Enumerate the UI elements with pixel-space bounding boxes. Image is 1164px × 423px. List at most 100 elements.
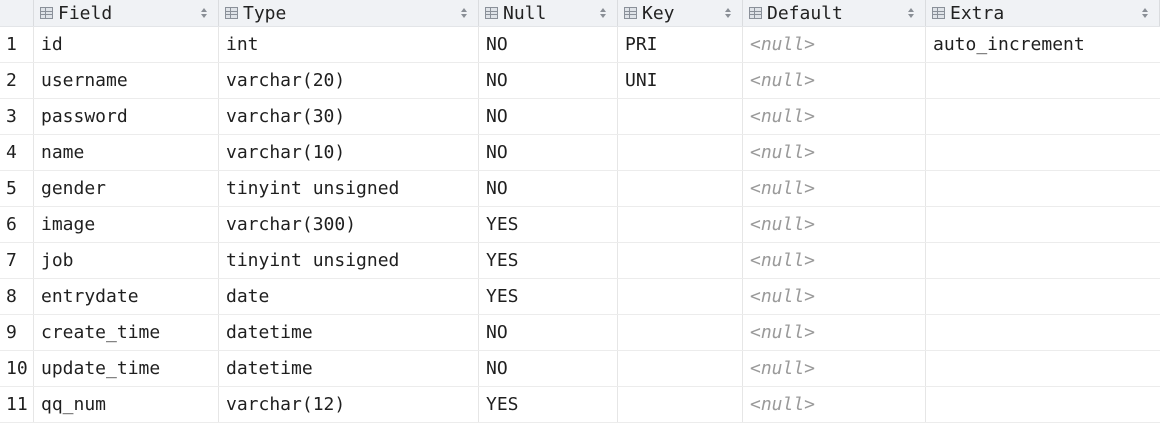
sort-icon[interactable] <box>599 8 607 18</box>
field-cell[interactable]: image <box>34 207 219 242</box>
default-cell[interactable]: <null> <box>743 63 926 98</box>
key-cell[interactable] <box>618 279 743 314</box>
table-row[interactable]: 4 name varchar(10) NO <null> <box>0 135 1160 171</box>
column-header-field[interactable]: Field <box>34 0 219 26</box>
sort-icon[interactable] <box>907 8 915 18</box>
null-cell[interactable]: NO <box>479 99 618 134</box>
row-number: 8 <box>0 279 34 314</box>
column-header-null[interactable]: Null <box>479 0 618 26</box>
default-cell[interactable]: <null> <box>743 387 926 422</box>
column-icon <box>624 7 637 19</box>
column-icon <box>225 7 238 19</box>
field-cell[interactable]: password <box>34 99 219 134</box>
key-cell[interactable] <box>618 387 743 422</box>
sort-icon[interactable] <box>1141 8 1149 18</box>
null-cell[interactable]: NO <box>479 27 618 62</box>
key-cell[interactable] <box>618 351 743 386</box>
field-cell[interactable]: update_time <box>34 351 219 386</box>
type-cell[interactable]: varchar(10) <box>219 135 479 170</box>
field-cell[interactable]: job <box>34 243 219 278</box>
default-cell[interactable]: <null> <box>743 27 926 62</box>
type-cell[interactable]: varchar(12) <box>219 387 479 422</box>
type-cell[interactable]: varchar(20) <box>219 63 479 98</box>
type-cell[interactable]: datetime <box>219 315 479 350</box>
key-cell[interactable] <box>618 207 743 242</box>
null-cell[interactable]: YES <box>479 243 618 278</box>
column-icon <box>40 7 53 19</box>
key-cell[interactable] <box>618 315 743 350</box>
row-number: 1 <box>0 27 34 62</box>
type-cell[interactable]: varchar(300) <box>219 207 479 242</box>
extra-cell[interactable] <box>926 315 1160 350</box>
type-cell[interactable]: varchar(30) <box>219 99 479 134</box>
default-cell[interactable]: <null> <box>743 99 926 134</box>
null-cell[interactable]: YES <box>479 279 618 314</box>
type-cell[interactable]: int <box>219 27 479 62</box>
null-cell[interactable]: NO <box>479 63 618 98</box>
extra-cell[interactable] <box>926 243 1160 278</box>
table-row[interactable]: 2 username varchar(20) NO UNI <null> <box>0 63 1160 99</box>
row-number: 10 <box>0 351 34 386</box>
table-row[interactable]: 1 id int NO PRI <null> auto_increment <box>0 27 1160 63</box>
extra-cell[interactable] <box>926 207 1160 242</box>
null-cell[interactable]: NO <box>479 135 618 170</box>
extra-cell[interactable] <box>926 99 1160 134</box>
extra-cell[interactable] <box>926 63 1160 98</box>
table-row[interactable]: 3 password varchar(30) NO <null> <box>0 99 1160 135</box>
column-icon <box>485 7 498 19</box>
default-cell[interactable]: <null> <box>743 279 926 314</box>
type-cell[interactable]: tinyint unsigned <box>219 243 479 278</box>
column-header-type[interactable]: Type <box>219 0 479 26</box>
default-cell[interactable]: <null> <box>743 243 926 278</box>
key-cell[interactable] <box>618 99 743 134</box>
sort-icon[interactable] <box>460 8 468 18</box>
column-header-key[interactable]: Key <box>618 0 743 26</box>
extra-cell[interactable] <box>926 135 1160 170</box>
default-cell[interactable]: <null> <box>743 171 926 206</box>
type-cell[interactable]: datetime <box>219 351 479 386</box>
null-cell[interactable]: NO <box>479 315 618 350</box>
column-header-label: Extra <box>950 2 1005 24</box>
null-cell[interactable]: YES <box>479 207 618 242</box>
sort-icon[interactable] <box>724 8 732 18</box>
extra-cell[interactable] <box>926 279 1160 314</box>
field-cell[interactable]: gender <box>34 171 219 206</box>
column-header-default[interactable]: Default <box>743 0 926 26</box>
null-cell[interactable]: YES <box>479 387 618 422</box>
extra-cell[interactable] <box>926 351 1160 386</box>
key-cell[interactable]: PRI <box>618 27 743 62</box>
default-cell[interactable]: <null> <box>743 351 926 386</box>
field-cell[interactable]: create_time <box>34 315 219 350</box>
key-cell[interactable] <box>618 135 743 170</box>
key-cell[interactable] <box>618 243 743 278</box>
table-row[interactable]: 11 qq_num varchar(12) YES <null> <box>0 387 1160 423</box>
default-cell[interactable]: <null> <box>743 207 926 242</box>
column-header-label: Key <box>642 2 675 24</box>
type-cell[interactable]: tinyint unsigned <box>219 171 479 206</box>
field-cell[interactable]: qq_num <box>34 387 219 422</box>
field-cell[interactable]: id <box>34 27 219 62</box>
row-number-header <box>0 0 34 26</box>
column-header-extra[interactable]: Extra <box>926 0 1160 26</box>
table-row[interactable]: 10 update_time datetime NO <null> <box>0 351 1160 387</box>
key-cell[interactable]: UNI <box>618 63 743 98</box>
null-cell[interactable]: NO <box>479 351 618 386</box>
default-cell[interactable]: <null> <box>743 135 926 170</box>
table-row[interactable]: 9 create_time datetime NO <null> <box>0 315 1160 351</box>
table-row[interactable]: 5 gender tinyint unsigned NO <null> <box>0 171 1160 207</box>
table-row[interactable]: 8 entrydate date YES <null> <box>0 279 1160 315</box>
extra-cell[interactable] <box>926 171 1160 206</box>
null-cell[interactable]: NO <box>479 171 618 206</box>
table-row[interactable]: 6 image varchar(300) YES <null> <box>0 207 1160 243</box>
default-cell[interactable]: <null> <box>743 315 926 350</box>
field-cell[interactable]: username <box>34 63 219 98</box>
key-cell[interactable] <box>618 171 743 206</box>
extra-cell[interactable]: auto_increment <box>933 34 1085 55</box>
type-cell[interactable]: date <box>219 279 479 314</box>
field-cell[interactable]: entrydate <box>34 279 219 314</box>
table-row[interactable]: 7 job tinyint unsigned YES <null> <box>0 243 1160 279</box>
sort-icon[interactable] <box>200 8 208 18</box>
extra-cell[interactable] <box>926 387 1160 422</box>
field-cell[interactable]: name <box>34 135 219 170</box>
